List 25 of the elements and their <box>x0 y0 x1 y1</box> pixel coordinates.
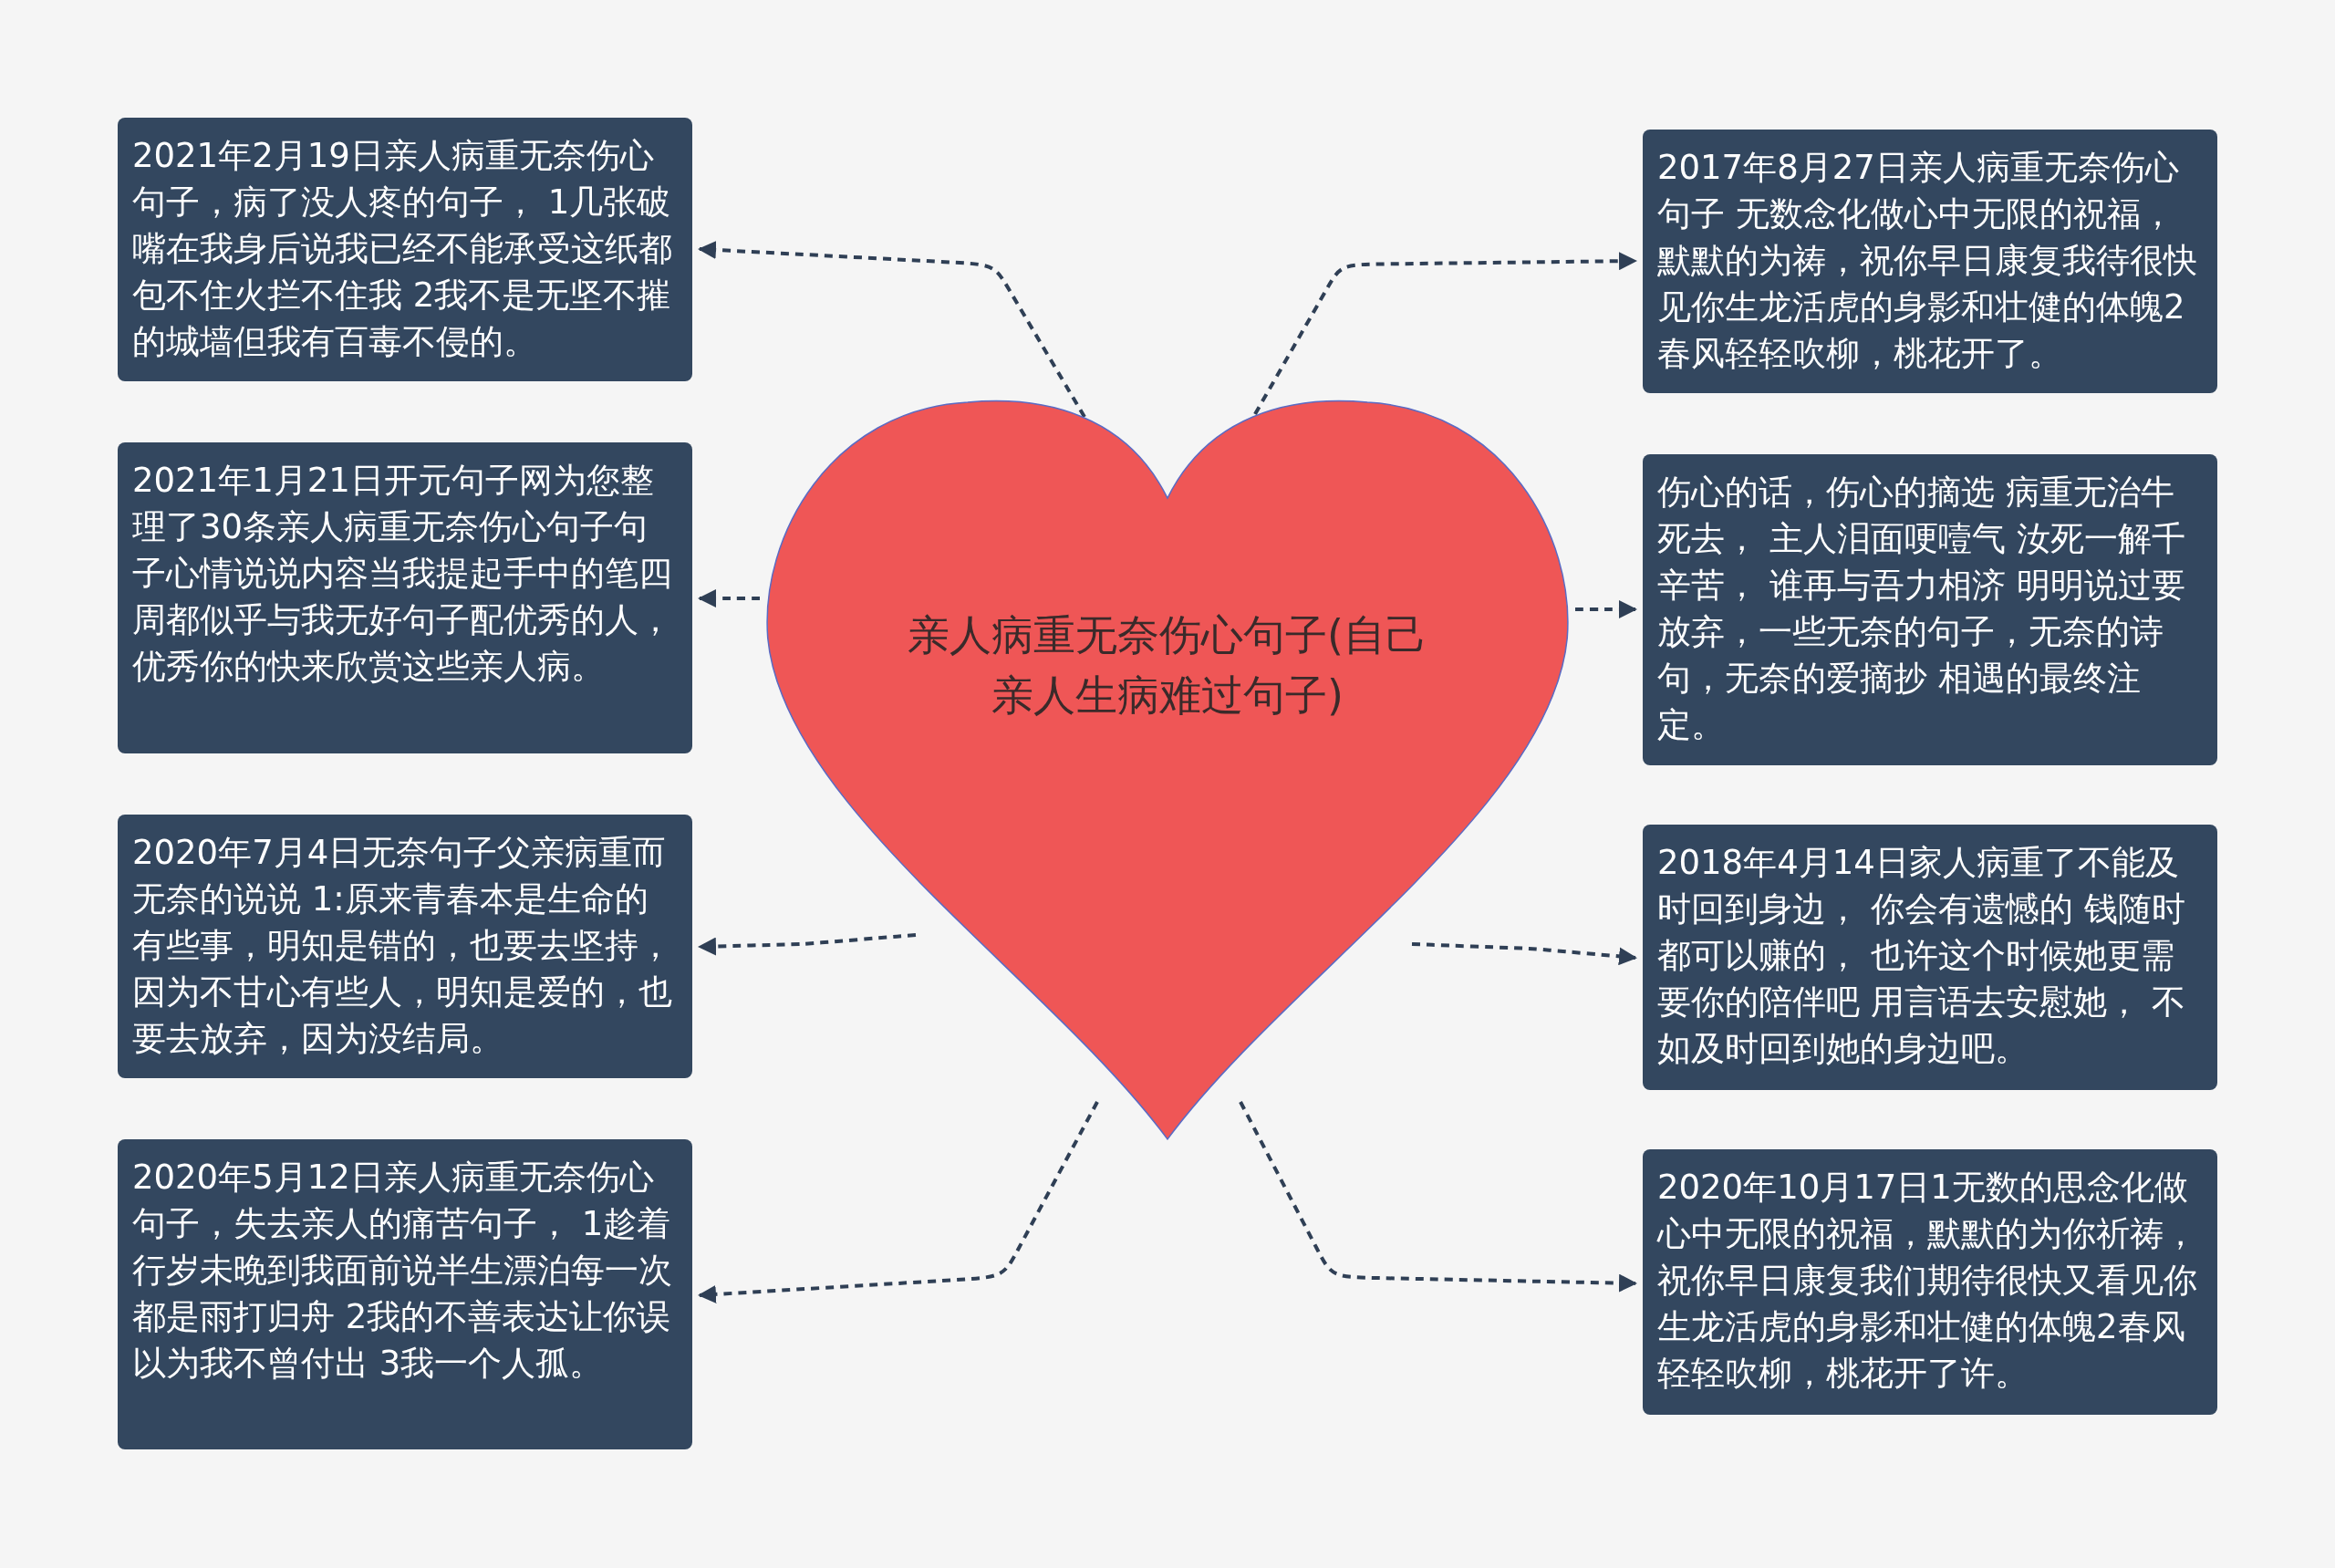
dashed-arrow <box>698 589 760 607</box>
card-text: 伤心的话，伤心的摘选 病重无治牛死去， 主人泪面哽噎气 汝死一解千辛苦， 谁再与吾力相济 明明说过要放弃，一些无奈的句子，无奈的诗句，无奈的爱摘抄 相遇的最终注定。 <box>1657 472 2185 744</box>
card-text: 2017年8月27日亲人病重无奈伤心句子 无数念化做心中无限的祝福，默默的为祷，祝你早日康复我待很快见你生龙活虎的身影和壮健的体魄2 春风轻轻吹柳，桃花开了。 <box>1657 148 2197 373</box>
card-text: 2020年5月12日亲人病重无奈伤心句子，失去亲人的痛苦句子， 1趁着行岁未晚到我面前说半生漂泊每一次都是雨打归舟 2我的不善表达让你误以为我不曾付出 3我一个人孤。 <box>132 1158 672 1383</box>
card-text: 2018年4月14日家人病重了不能及时回到身边， 你会有遗憾的 钱随时都可以赚的， 也许这个时候她更需要你的陪伴吧 用言语去安慰她， 不如及时回到她的身边吧。 <box>1657 843 2185 1068</box>
text-card <box>118 815 692 1078</box>
topic-text: 亲人病重无奈伤心句子(自己亲人生病难过句子) <box>907 609 1428 722</box>
text-card <box>1643 454 2217 765</box>
text-card <box>118 442 692 753</box>
text-card <box>1643 1149 2217 1415</box>
dashed-arrow <box>698 1101 1099 1303</box>
dashed-arrow <box>698 933 917 956</box>
text-card <box>1643 130 2217 393</box>
text-card <box>118 118 692 381</box>
card-text: 2020年7月4日无奈句子父亲病重而无奈的说说 1:原来青春本是生命的有些事，明知是错的，也要去坚持，因为不甘心有些人，明知是爱的，也要去放弃，因为没结局。 <box>132 833 672 1058</box>
card-text: 2021年1月21日开元句子网为您整理了30条亲人病重无奈伤心句子句子心情说说内容当我提起手中的笔四周都似乎与我无好句子配优秀的人，优秀你的快来欣赏这些亲人病。 <box>132 461 672 686</box>
text-card <box>1643 825 2217 1090</box>
dashed-arrow <box>1253 252 1637 415</box>
text-card <box>118 1139 692 1449</box>
card-text: 2020年10月17日1无数的思念化做心中无限的祝福，默默的为你祈祷，祝你早日康复我们期待很快又看见你生龙活虎的身影和壮健的体魄2春风轻轻吹柳，桃花开了许。 <box>1657 1168 2197 1393</box>
dashed-arrow <box>1411 942 1637 966</box>
card-text: 2021年2月19日亲人病重无奈伤心句子，病了没人疼的句子， 1几张破嘴在我身后说我已经不能承受这纸都包不住火拦不住我 2我不是无坚不摧的城墙但我有百毒不侵的。 <box>132 136 672 361</box>
dashed-arrow <box>698 240 1086 418</box>
dashed-arrow <box>1575 600 1637 618</box>
dashed-arrow <box>1239 1101 1637 1293</box>
